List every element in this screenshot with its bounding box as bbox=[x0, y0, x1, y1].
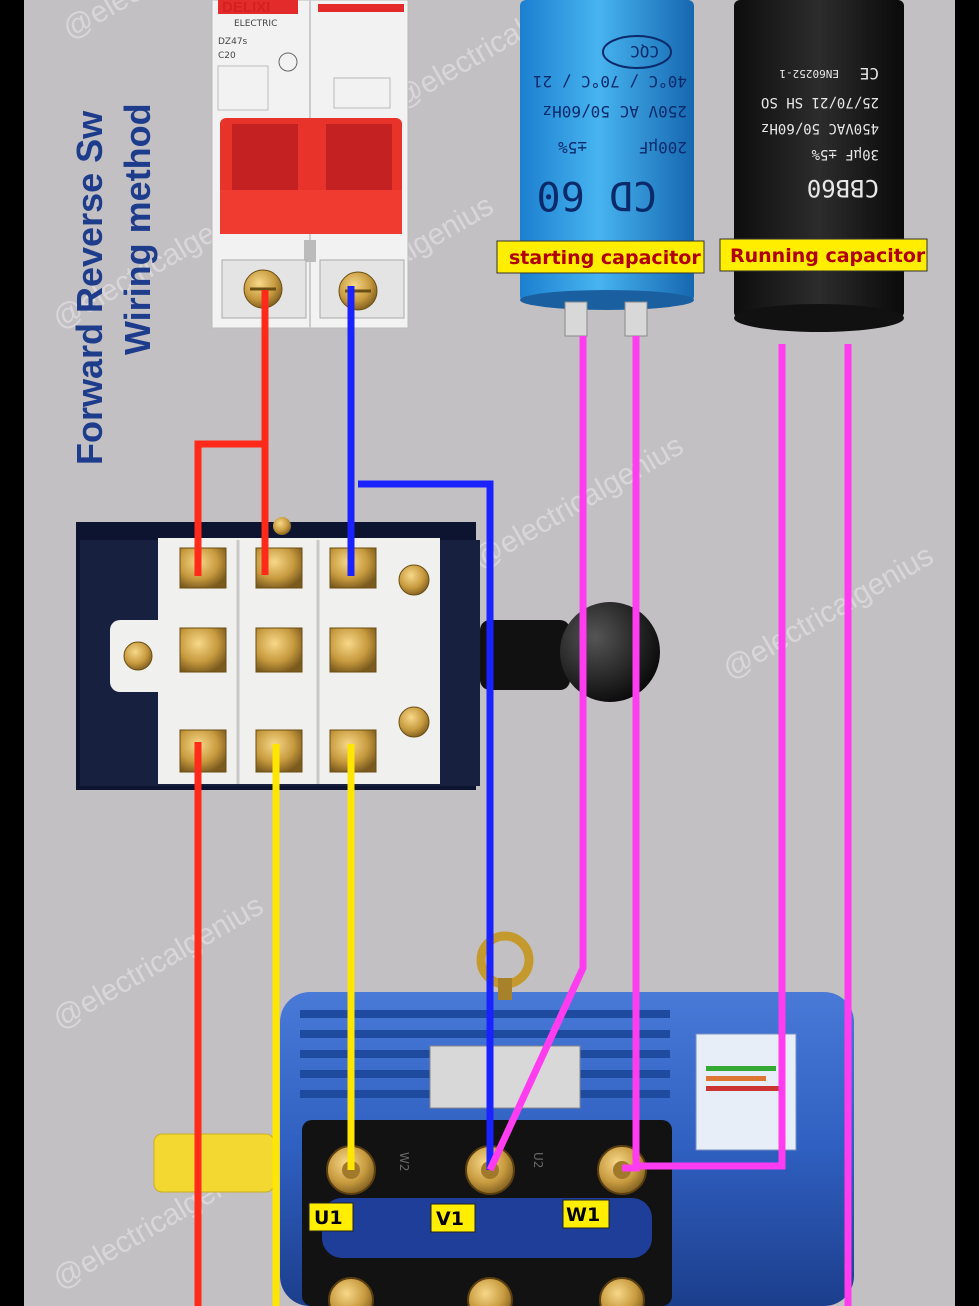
terminal-label-w1: W1 bbox=[562, 1199, 610, 1229]
start-cap-marking-2: 200μF bbox=[639, 138, 687, 157]
run-cap-cert: CE bbox=[860, 64, 879, 83]
breaker-subtitle: ELECTRIC bbox=[234, 19, 277, 29]
start-cap-marking-3: 250V AC 50/60Hz bbox=[543, 102, 688, 121]
rotary-switch-knob[interactable] bbox=[560, 602, 660, 702]
run-cap-marking-3: 25/70/21 SH SO bbox=[761, 94, 879, 110]
breaker-model: DZ47s bbox=[218, 37, 248, 47]
left-black-border bbox=[0, 0, 24, 1306]
breaker-rating: C20 bbox=[218, 51, 236, 61]
start-cap-marking-4: 40°C / 70°C / 21 bbox=[533, 72, 687, 91]
run-cap-marking-1: 30μF ±5% bbox=[811, 146, 879, 162]
wire-magenta-run-1 bbox=[636, 344, 786, 1170]
starting-capacitor-label: starting capacitor bbox=[496, 240, 705, 274]
run-cap-marking-big: CBB60 bbox=[807, 174, 879, 202]
start-cap-marking-1: ±5% bbox=[558, 138, 587, 157]
terminal-label-u1: U1 bbox=[308, 1202, 354, 1232]
wire-blue-v1 bbox=[358, 480, 494, 1170]
terminal-label-v1: V1 bbox=[430, 1203, 476, 1233]
terminal-label-u1-text: U1 bbox=[314, 1207, 343, 1229]
running-capacitor: CBB60 30μF ±5% 450VAC 50/60Hz 25/70/21 S… bbox=[734, 0, 904, 332]
starting-capacitor-label-text: starting capacitor bbox=[509, 247, 701, 269]
circuit-breaker: DELIXI ELECTRIC DZ47s C20 bbox=[211, 0, 409, 329]
start-cap-cert: CQC bbox=[630, 42, 659, 61]
title-line-2: Wiring method bbox=[117, 103, 158, 355]
run-cap-marking-2: 450VAC 50/60Hz bbox=[761, 120, 879, 136]
terminal-w2-emboss: W2 bbox=[397, 1152, 411, 1172]
terminal-label-w1-text: W1 bbox=[566, 1204, 600, 1226]
terminal-label-v1-text: V1 bbox=[436, 1208, 464, 1230]
right-black-border bbox=[955, 0, 979, 1306]
wire-magenta-start-1 bbox=[486, 336, 587, 1172]
run-cap-marking-4: EN60252-1 bbox=[779, 67, 839, 80]
breaker-brand: DELIXI bbox=[222, 0, 270, 16]
running-capacitor-label-text: Running capacitor bbox=[730, 245, 926, 267]
wire-red-branch bbox=[194, 440, 265, 576]
terminal-u2-emboss: U2 bbox=[531, 1152, 545, 1168]
motor: W2 U2 bbox=[153, 931, 854, 1306]
title-line-1: Forward Reverse Sw bbox=[69, 110, 110, 465]
running-capacitor-label: Running capacitor bbox=[719, 238, 928, 272]
start-cap-marking-big: CD 60 bbox=[537, 172, 657, 218]
starting-capacitor: CD 60 ±5% 200μF 250V AC 50/60Hz 40°C / 7… bbox=[520, 0, 694, 337]
wires bbox=[194, 286, 852, 1306]
